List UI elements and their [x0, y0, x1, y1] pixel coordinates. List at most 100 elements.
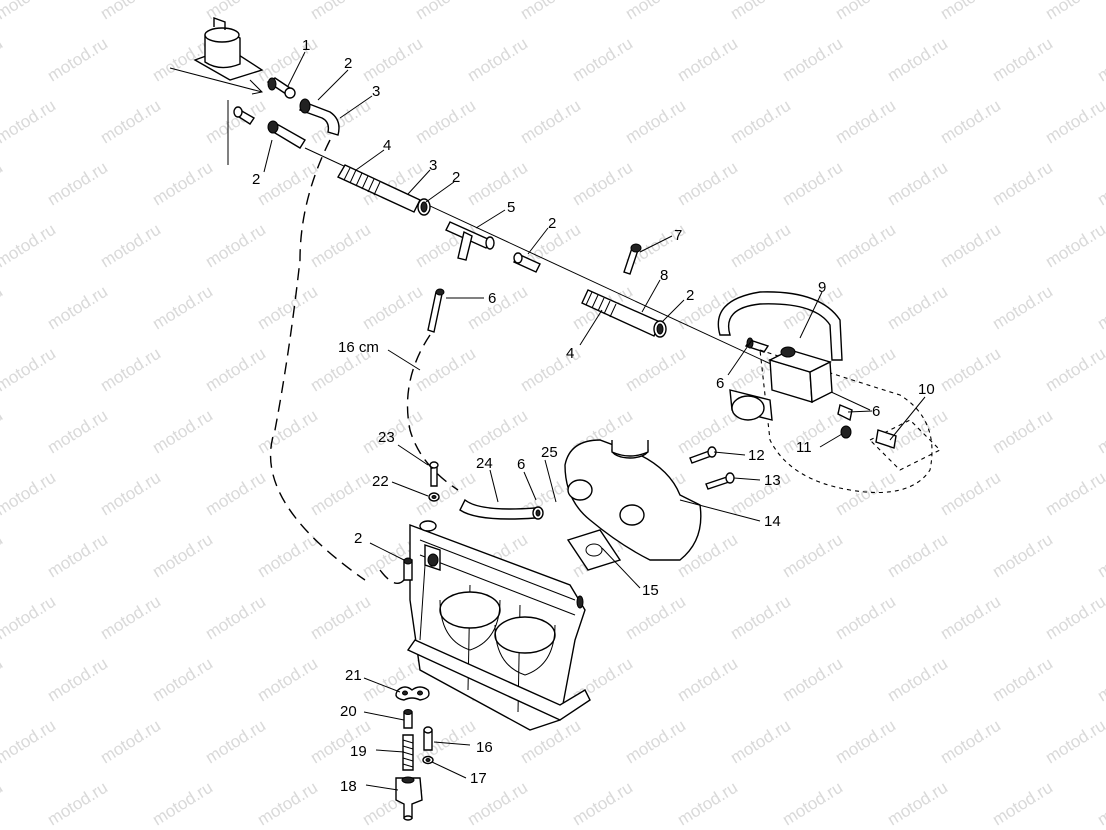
pipe-fitting-2b — [267, 120, 306, 149]
watermark-text: motod.ru — [44, 778, 111, 830]
hose-3-curved — [299, 98, 340, 136]
watermark-text: motod.ru — [727, 220, 794, 272]
watermark-text: motod.ru — [884, 34, 951, 86]
callout-3: 3 — [429, 157, 437, 174]
watermark-text: motod.ru — [0, 96, 59, 148]
callout-13: 13 — [764, 472, 781, 489]
watermark-text: motod.ru — [97, 592, 164, 644]
callout-6: 6 — [517, 456, 525, 473]
watermark-text: motod.ru — [149, 158, 216, 210]
callout-2: 2 — [344, 55, 352, 72]
callout-18: 18 — [340, 778, 357, 795]
watermark-text: motod.ru — [937, 468, 1004, 520]
watermark-text: motod.ru — [0, 778, 6, 830]
watermark-text: motod.ru — [1094, 34, 1106, 86]
callout-2: 2 — [452, 169, 460, 186]
watermark-text: motod.ru — [884, 654, 951, 706]
valve-18 — [395, 776, 423, 821]
watermark-text: motod.ru — [569, 778, 636, 830]
callout-16: 16 — [476, 739, 493, 756]
watermark-text: motod.ru — [1094, 778, 1106, 830]
watermark-text: motod.ru — [1094, 654, 1106, 706]
watermark-text: motod.ru — [1042, 592, 1106, 644]
pipe-fitting-2a — [233, 106, 255, 125]
watermark-text: motod.ru — [674, 34, 741, 86]
watermark-text: motod.ru — [832, 716, 899, 768]
watermark-text: motod.ru — [464, 158, 531, 210]
hose-assembly-lower — [581, 289, 667, 338]
watermark-text: motod.ru — [412, 344, 479, 396]
watermark-text: motod.ru — [832, 468, 899, 520]
watermark-text: motod.ru — [727, 96, 794, 148]
watermark-text: motod.ru — [202, 468, 269, 520]
watermark-text: motod.ru — [0, 344, 59, 396]
watermark-text: motod.ru — [779, 34, 846, 86]
watermark-text: motod.ru — [779, 778, 846, 830]
callout-4: 4 — [566, 345, 574, 362]
callout-22: 22 — [372, 473, 389, 490]
callout-2: 2 — [252, 171, 260, 188]
callout-24: 24 — [476, 455, 493, 472]
callout-23: 23 — [378, 429, 395, 446]
watermark-text: motod.ru — [202, 96, 269, 148]
callout-14: 14 — [764, 513, 781, 530]
watermark-text: motod.ru — [412, 96, 479, 148]
watermark-text: motod.ru — [989, 654, 1056, 706]
callout-6: 6 — [488, 290, 496, 307]
washer-22 — [428, 492, 440, 502]
watermark-text: motod.ru — [307, 468, 374, 520]
watermark-text: motod.ru — [937, 716, 1004, 768]
watermark-text: motod.ru — [832, 220, 899, 272]
watermark-text: motod.ru — [359, 34, 426, 86]
watermark-text: motod.ru — [254, 282, 321, 334]
watermark-text: motod.ru — [1042, 96, 1106, 148]
watermark-text: motod.ru — [149, 406, 216, 458]
hose-24 — [459, 498, 544, 520]
t-fitting-5 — [445, 221, 495, 261]
watermark-text: motod.ru — [937, 344, 1004, 396]
watermark-text: motod.ru — [674, 654, 741, 706]
watermark-text: motod.ru — [0, 716, 59, 768]
leader-lines — [263, 51, 926, 791]
watermark-text: motod.ru — [97, 96, 164, 148]
watermark-text: motod.ru — [727, 468, 794, 520]
watermark-text: motod.ru — [202, 716, 269, 768]
watermark-text: motod.ru — [1094, 158, 1106, 210]
watermark-text: motod.ru — [1094, 530, 1106, 582]
watermark-text: motod.ru — [622, 716, 689, 768]
watermark-text: motod.ru — [0, 0, 59, 23]
watermark-text: motod.ru — [0, 406, 6, 458]
watermark-text: motod.ru — [0, 592, 59, 644]
gasket-21 — [395, 686, 430, 701]
fitting-1 — [266, 77, 296, 99]
watermark-text: motod.ru — [464, 406, 531, 458]
watermark-text: motod.ru — [254, 530, 321, 582]
watermark-text: motod.ru — [254, 34, 321, 86]
watermark-text: motod.ru — [307, 0, 374, 23]
screw-23 — [429, 461, 439, 487]
watermark-text: motod.ru — [622, 96, 689, 148]
washer-17 — [422, 755, 434, 765]
callout-10: 10 — [918, 381, 935, 398]
watermark-text: motod.ru — [622, 592, 689, 644]
watermark-text: motod.ru — [1094, 282, 1106, 334]
watermark-text: motod.ru — [97, 716, 164, 768]
watermark-text: motod.ru — [97, 220, 164, 272]
watermark-text: motod.ru — [674, 406, 741, 458]
cylinder-block — [406, 520, 591, 731]
gasket-15 — [566, 529, 622, 571]
watermark-text: motod.ru — [884, 158, 951, 210]
watermark-text: motod.ru — [674, 158, 741, 210]
watermark-text: motod.ru — [202, 0, 269, 23]
callout-6: 6 — [716, 375, 724, 392]
oil-reservoir — [169, 17, 264, 165]
pump-body-10 — [729, 346, 941, 493]
bolt-12 — [689, 446, 717, 464]
watermark-text: motod.ru — [569, 158, 636, 210]
callout-2: 2 — [686, 287, 694, 304]
watermark-text: motod.ru — [1042, 0, 1106, 23]
watermark-text: motod.ru — [1042, 220, 1106, 272]
watermark-text: motod.ru — [97, 468, 164, 520]
watermark-text: motod.ru — [1094, 406, 1106, 458]
